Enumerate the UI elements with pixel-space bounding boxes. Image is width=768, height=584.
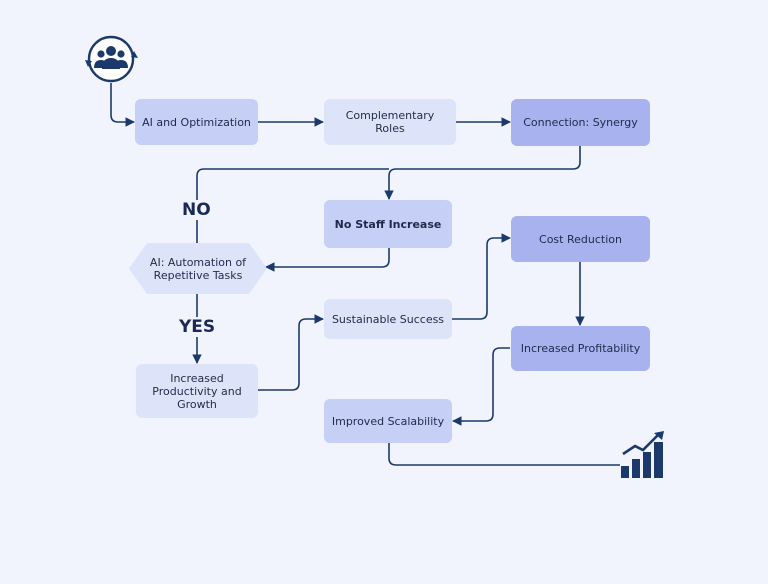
cost-reduction-box: Cost Reduction [511,216,650,262]
team-cycle-icon [85,35,138,83]
arrow-success-to-cost [452,233,511,320]
line-scalability-to-end [388,443,620,466]
arrow-start-to-ai [110,83,135,127]
improved-scalability-box: Improved Scalability [324,399,452,443]
ai-automation-decision: AI: Automation of Repetitive Tasks [129,243,267,294]
arrow-staff-to-automation [265,248,390,272]
ai-and-optimization-box: AI and Optimization [135,99,258,145]
sustainable-success-box: Sustainable Success [324,299,452,339]
increased-profitability-box: Increased Profitability [511,326,650,371]
arrow-connection-to-staff [384,146,581,200]
line-no-branch [196,168,389,243]
no-branch-label: NO [180,200,213,220]
arrow-productivity-to-success [258,314,324,391]
complementary-roles-box: Complementary Roles [324,99,456,145]
increased-productivity-box: Increased Productivity and Growth [136,364,258,418]
arrow-profitability-to-scalability [452,347,510,426]
no-staff-increase-box: No Staff Increase [324,200,452,248]
growth-chart-icon [621,431,664,478]
yes-branch-label: YES [177,317,218,337]
connection-synergy-box: Connection: Synergy [511,99,650,146]
